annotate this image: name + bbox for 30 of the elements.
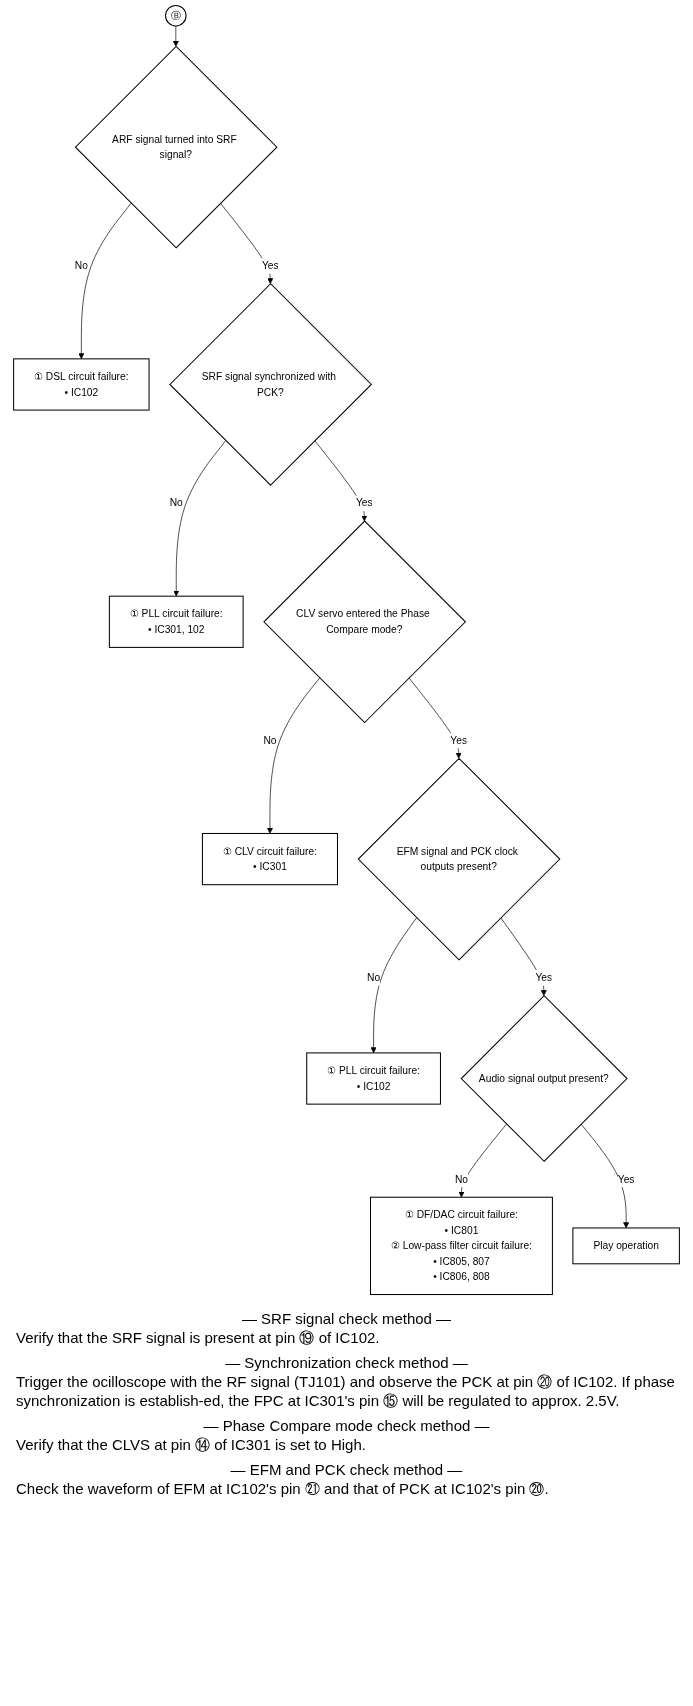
node-diamond: CLV servo entered the Phase Compare mode? bbox=[263, 520, 467, 724]
note-text: Trigger the ocilloscope with the RF signal (TJ101) and observe the PCK at pin ⑳ of IC102. If phase synchronization is establish-ed, the FPC at IC301's pin ⑮ will be regulated to approx. 2.5V. bbox=[16, 1373, 676, 1411]
node-box: ① PLL circuit failure: • IC301, 102 bbox=[108, 595, 244, 648]
node-diamond: SRF signal synchronized with PCK? bbox=[169, 283, 373, 486]
edge-label: No bbox=[169, 496, 183, 509]
node-diamond: Audio signal output present? bbox=[460, 994, 628, 1163]
edge-label: Yes bbox=[617, 1172, 635, 1185]
edge-label: No bbox=[74, 259, 88, 272]
edge-label: Yes bbox=[535, 971, 553, 984]
edge-label: Yes bbox=[261, 259, 279, 272]
note-text: Check the waveform of EFM at IC102's pin ㉑ and that of PCK at IC102's pin ⑳. bbox=[16, 1480, 550, 1497]
edge-label: No bbox=[367, 971, 381, 984]
node-box: ① CLV circuit failure: • IC301 bbox=[201, 832, 338, 886]
note-text: Verify that the SRF signal is present at pin ⑲ of IC102. bbox=[16, 1329, 381, 1348]
edge-label: No bbox=[263, 734, 277, 746]
note-heading: — Phase Compare mode check method — bbox=[202, 1417, 491, 1434]
node-diamond: ARF signal turned into SRF signal? bbox=[74, 45, 278, 249]
note-heading: — EFM and PCK check method — bbox=[229, 1461, 464, 1478]
edge-label: Yes bbox=[450, 734, 468, 746]
note-text: Verify that the CLVS at pin ⑭ of IC301 is set to High. bbox=[16, 1436, 367, 1455]
note-heading: — SRF signal check method — bbox=[240, 1310, 453, 1327]
edge-label: No bbox=[454, 1172, 468, 1185]
node-box: Play operation bbox=[572, 1227, 680, 1265]
edge-label: Yes bbox=[355, 496, 373, 509]
node-circle: Ⓑ bbox=[165, 4, 187, 27]
node-box: ① DSL circuit failure: • IC102 bbox=[13, 358, 150, 411]
node-diamond: EFM signal and PCK clock outputs present? bbox=[357, 757, 561, 961]
node-box: ① DF/DAC circuit failure: • IC801 ② Low-pass filter circuit failure: • IC805, 807 • IC806, 808 bbox=[370, 1196, 553, 1296]
note-heading: — Synchronization check method — bbox=[224, 1354, 469, 1371]
node-box: ① PLL circuit failure: • IC102 bbox=[306, 1052, 441, 1105]
